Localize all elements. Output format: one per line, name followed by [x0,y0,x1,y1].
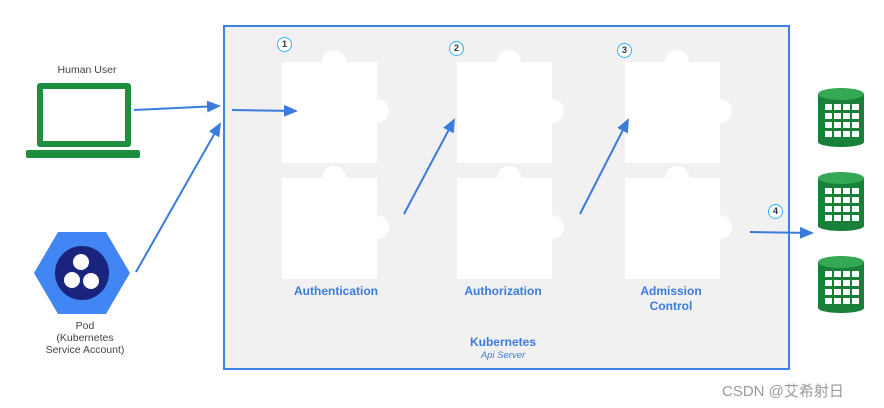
pod-label: Pod (Kubernetes Service Account) [22,320,148,356]
step-number-badge: 2 [449,41,464,56]
api-server-title: Kubernetes [469,335,537,349]
arrow-into-auth [231,104,298,117]
database-icon [818,172,864,231]
puzzle-piece-auth-bottom [282,166,389,279]
arrow-admission-to-db [749,226,814,239]
arrow-pod-to-api [135,122,221,273]
database-icon [818,88,864,147]
laptop-icon [26,83,140,158]
stage-label-line: Control [649,299,693,313]
puzzle-piece-authz-top [457,50,564,163]
human-user-label: Human User [57,64,117,76]
stage-label-authentication: Authentication [294,284,378,298]
step-number-badge: 1 [277,37,292,52]
puzzle-piece-admission-bottom [625,166,732,279]
puzzle-piece-auth-top [282,50,389,163]
pod-label-line: Service Account) [45,344,125,356]
arrow-auth-to-authz [403,118,455,215]
arrow-user-to-api [133,100,221,113]
step-number-badge: 4 [768,204,783,219]
arrow-authz-to-admission [579,118,629,215]
stage-label-authorization: Authorization [464,284,542,298]
stage-label-admission-control: Admission Control [611,284,731,314]
database-icon [818,256,864,313]
stage-label-line: Admission [640,284,702,298]
pod-hexagon-icon [34,232,130,314]
puzzle-piece-authz-bottom [457,166,564,279]
watermark: CSDN @艾希射日 [722,383,844,400]
pod-label-line: Pod [75,320,95,332]
puzzle-piece-admission-top [625,50,732,163]
step-number-badge: 3 [617,43,632,58]
api-server-subtitle: Api Server [480,350,526,361]
pod-label-line: (Kubernetes [56,332,114,344]
